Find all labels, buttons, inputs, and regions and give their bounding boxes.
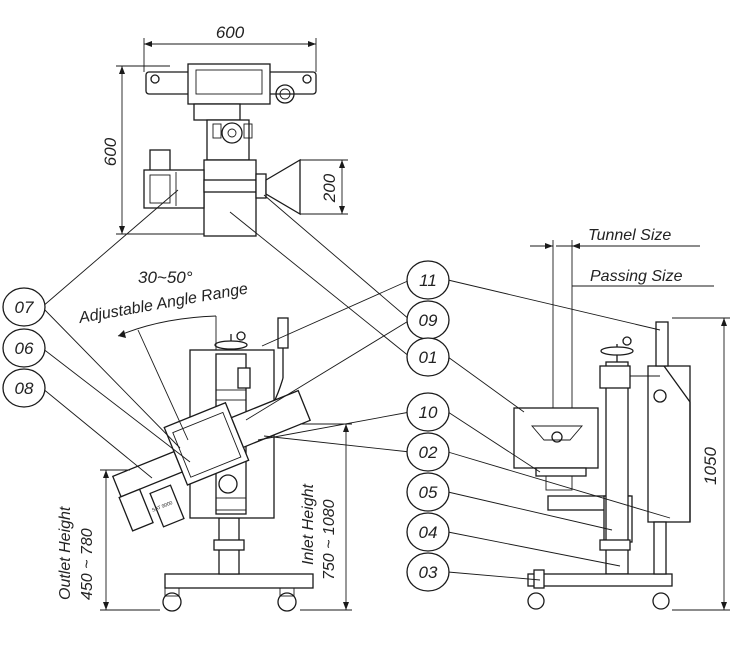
inlet-height-title: Inlet Height	[300, 484, 317, 565]
svg-text:10: 10	[419, 403, 438, 422]
callout-03: 03	[406, 552, 450, 592]
svg-text:04: 04	[419, 523, 438, 542]
svg-text:05: 05	[419, 483, 438, 502]
dim-side-height: 1050	[701, 447, 720, 485]
dim-top-width: 600	[216, 23, 245, 42]
callout-05: 05	[406, 472, 450, 512]
svg-text:09: 09	[419, 311, 438, 330]
callout-10: 10	[406, 392, 450, 432]
svg-text:02: 02	[419, 443, 438, 462]
callout-02: 02	[406, 432, 450, 472]
callout-08: 08	[2, 368, 46, 408]
callout-07: 07	[2, 287, 46, 327]
angle-label: 30~50°	[138, 268, 193, 287]
callout-04: 04	[406, 512, 450, 552]
svg-text:08: 08	[15, 379, 34, 398]
side-view-right: Tunnel Size Passing Size	[513, 227, 730, 611]
passing-size-label: Passing Size	[590, 268, 683, 285]
inlet-height-value: 750 ~ 1080	[321, 499, 338, 580]
callout-06: 06	[2, 328, 46, 368]
outlet-height-value: 450 ~ 780	[79, 528, 96, 600]
svg-text:01: 01	[419, 348, 438, 367]
callout-11: 11	[406, 260, 450, 300]
svg-text:07: 07	[15, 298, 34, 317]
leader-lines	[41, 189, 671, 581]
svg-text:03: 03	[419, 563, 438, 582]
callouts: 07 06 08 11 09 01 10 02	[2, 260, 450, 592]
dim-hood: 200	[320, 173, 339, 203]
angle-range-label: Adjustable Angle Range	[77, 280, 250, 327]
svg-text:11: 11	[419, 271, 437, 290]
outlet-height-title: Outlet Height	[57, 506, 74, 600]
tunnel-size-label: Tunnel Size	[588, 227, 671, 244]
top-view: 600 600	[101, 23, 348, 237]
callout-01: 01	[406, 337, 450, 377]
side-view-left: SAT 9000 30~50° Adjustable Angle Range O…	[57, 268, 352, 612]
dim-top-height: 600	[101, 137, 120, 166]
callout-09: 09	[406, 300, 450, 340]
svg-text:06: 06	[15, 339, 34, 358]
